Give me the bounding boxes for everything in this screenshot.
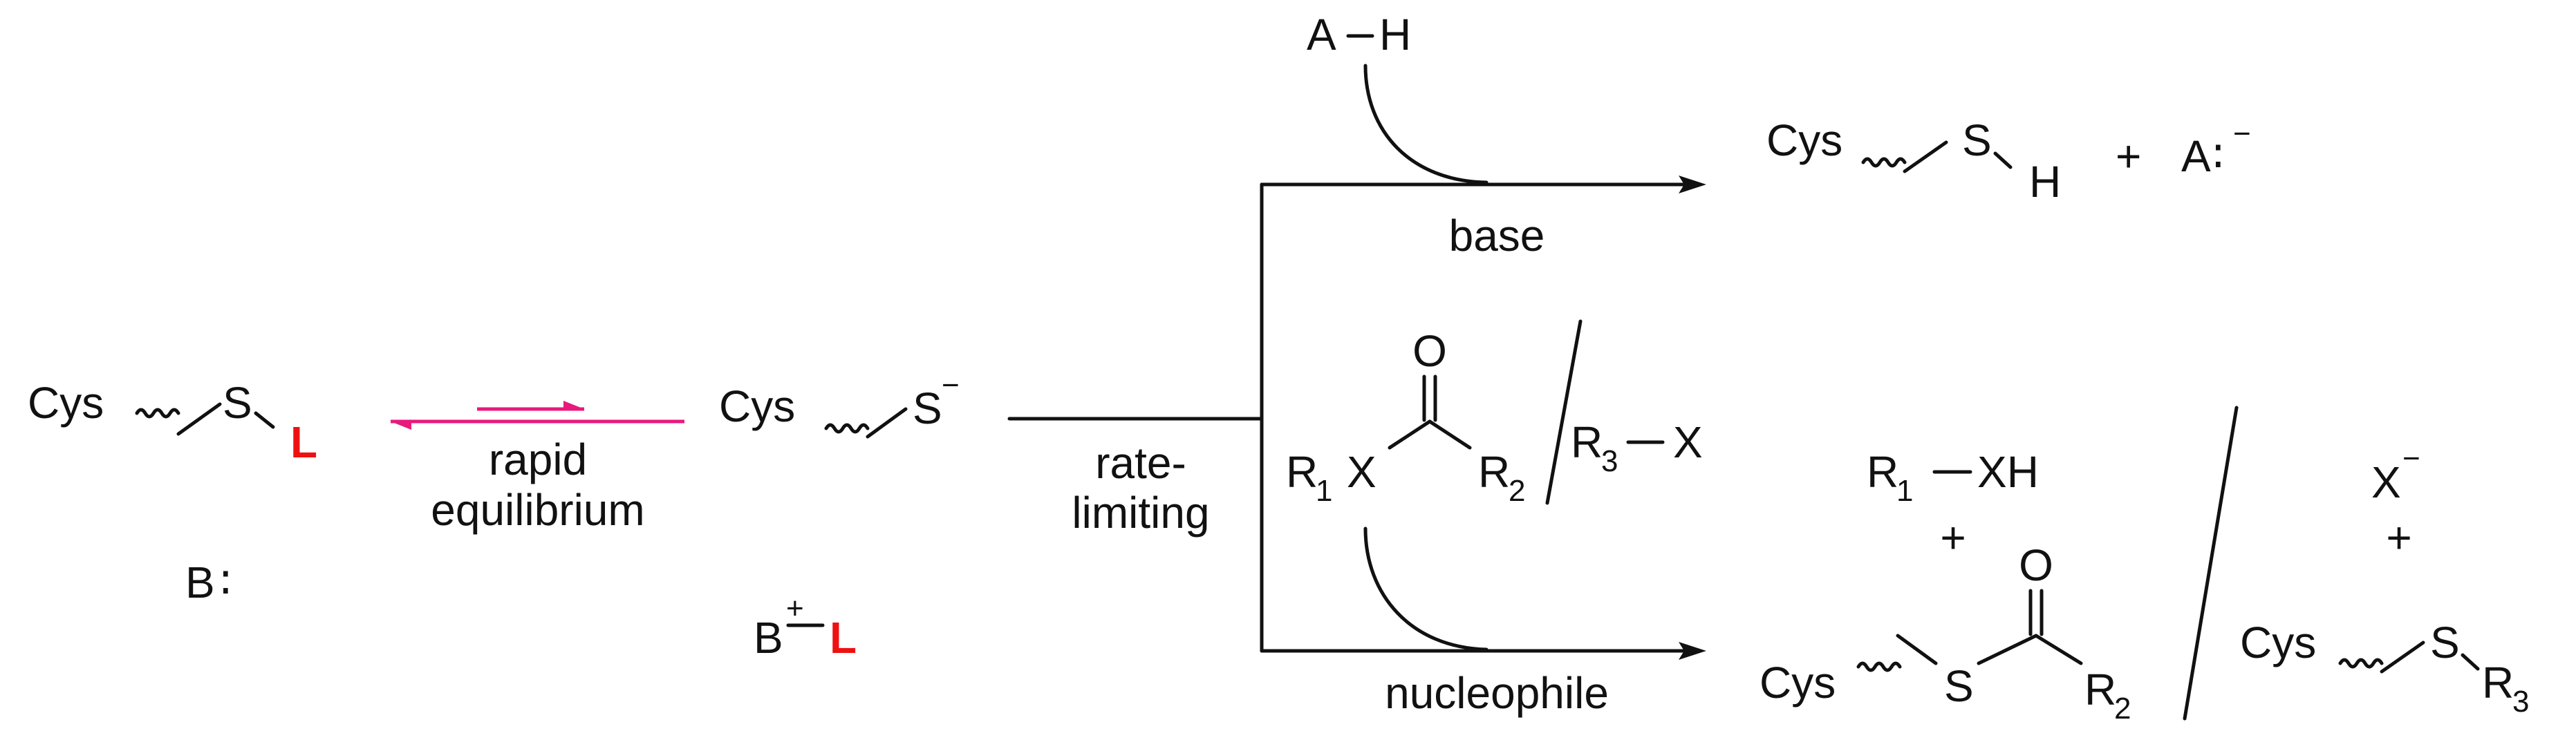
cys-label: Cys (1760, 658, 1836, 708)
h-label: H (2029, 157, 2061, 207)
thiolate: Cys S − (719, 368, 960, 439)
leaving-group-l: L (830, 613, 857, 663)
cys-label: Cys (2240, 618, 2316, 667)
sulfur-label: S (223, 378, 252, 428)
a-label: A (1307, 10, 1336, 59)
c-r2-bond (2034, 634, 2083, 665)
cys-label: Cys (719, 381, 795, 431)
lone-pair-colon: ∶ (2212, 131, 2224, 181)
rate-label: rate- (1095, 438, 1186, 488)
r3-subscript: 3 (1601, 444, 1618, 478)
r3-label: R (1571, 417, 1603, 467)
wavy-bond (1856, 661, 1902, 672)
r2-label: R (2084, 665, 2116, 714)
plus-sign: + (1940, 513, 1966, 562)
protonated-base-l: B + L (754, 591, 857, 663)
cs-bond (866, 407, 908, 439)
sulfur-label: S (913, 383, 942, 433)
limiting-label: limiting (1072, 488, 1209, 538)
base-label: base (1449, 211, 1545, 260)
nucleophile-arrowhead (1679, 642, 1706, 660)
cs-bond (1903, 140, 1948, 173)
r3-label: R (2482, 658, 2514, 708)
sulfur-label: S (1944, 661, 1974, 711)
sulfur-label: S (1962, 115, 1992, 165)
branching-arrows: rate- limiting base nucleophile (1007, 175, 1706, 718)
base-b: B ∶ (185, 558, 232, 607)
lone-pair-colon: ∶ (220, 558, 232, 607)
r1-subscript: 1 (1316, 474, 1332, 508)
x-label: X (1673, 417, 1703, 467)
leaving-group-l: L (290, 417, 317, 467)
product-thioether: X − + Cys S R 3 (2240, 442, 2529, 719)
separator-slash (2183, 406, 2239, 721)
b-label: B (185, 558, 215, 607)
r2-label: R (1478, 447, 1510, 497)
r3-subscript: 3 (2512, 685, 2529, 719)
plus-charge: + (786, 591, 804, 625)
s-r3-bond (2461, 653, 2480, 671)
equilibrium-label: equilibrium (431, 485, 644, 535)
s-c-bond (1977, 634, 2038, 665)
wavy-bond (824, 423, 870, 434)
carbonyl-oxygen: O (2019, 540, 2053, 590)
minus-charge: − (2233, 117, 2251, 151)
product-thiol: Cys S H + A ∶ − (1766, 115, 2251, 207)
substrate-cys-s-l: Cys S L (28, 378, 317, 467)
plus-sign: + (2386, 513, 2411, 562)
s-l-bond (254, 411, 275, 429)
b-label: B (754, 613, 783, 663)
curved-arrow (1363, 526, 1488, 652)
reverse-arrowhead (391, 421, 411, 430)
electrophile-reagents: O R 1 X R 2 R 3 X (1286, 319, 1703, 652)
minus-charge: − (942, 368, 960, 402)
x-label: X (2371, 457, 2401, 507)
r1-label: R (1286, 447, 1318, 497)
cys-s-bond (1896, 634, 1938, 665)
a-label: A (2181, 131, 2211, 181)
nucleophile-label: nucleophile (1385, 668, 1609, 718)
c-r2-bond (1428, 419, 1472, 450)
minus-charge: − (2402, 442, 2420, 475)
forward-arrowhead (563, 401, 584, 409)
acid-reagent: A H (1307, 10, 1488, 184)
r1-label: R (1867, 447, 1898, 497)
carbonyl-oxygen: O (1412, 326, 1447, 376)
rapid-label: rapid (489, 435, 587, 484)
x-c-bond (1388, 419, 1432, 450)
s-h-bond (1993, 151, 2013, 169)
x-label: X (1347, 447, 1376, 497)
wavy-bond (135, 408, 180, 419)
curved-arrow (1363, 64, 1488, 184)
cs-bond (176, 402, 222, 436)
r1-subscript: 1 (1896, 474, 1913, 508)
equilibrium-arrows: rapid equilibrium (391, 401, 684, 535)
separator-slash (1545, 319, 1583, 505)
sulfur-label: S (2430, 618, 2460, 667)
r2-subscript: 2 (1509, 474, 1525, 508)
plus-sign: + (2116, 131, 2141, 181)
cys-label: Cys (1766, 115, 1842, 165)
base-arrowhead (1679, 175, 1706, 193)
wavy-bond (2338, 658, 2384, 669)
h-label: H (1379, 10, 1411, 59)
cys-label: Cys (28, 378, 104, 428)
wavy-bond (1861, 157, 1907, 168)
xh-label: XH (1977, 447, 2039, 497)
cs-bond (2380, 641, 2425, 674)
product-thioester: R 1 XH + O Cys S R 2 (1760, 447, 2131, 725)
r2-subscript: 2 (2114, 692, 2131, 725)
